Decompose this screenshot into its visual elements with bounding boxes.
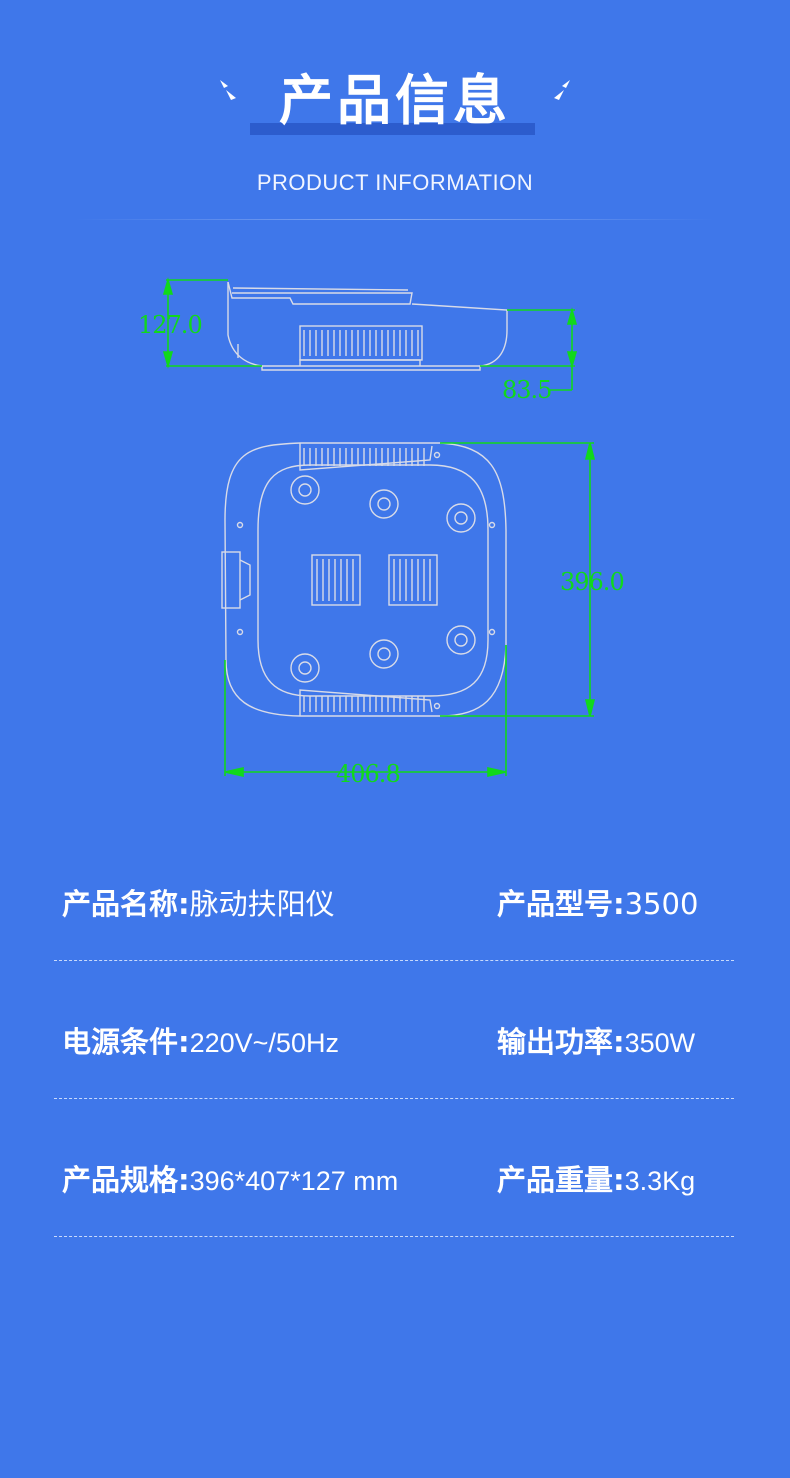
side-view-outline [227, 281, 508, 371]
spec-divider [54, 960, 734, 961]
spec-product-model: 产品型号:3500 [497, 884, 698, 924]
dimension-length: 396.0 [560, 568, 624, 596]
spec-dimensions: 产品规格:396*407*127 mm [62, 1160, 398, 1201]
product-dimension-drawing: 127.0 83.5 396.0 406.8 [138, 277, 625, 788]
page-subtitle: PRODUCT INFORMATION [256, 170, 534, 195]
spec-value: 脉动扶阳仪 [189, 887, 335, 921]
spec-value: 350W [624, 1028, 696, 1058]
dimension-height: 127.0 [138, 311, 202, 339]
spec-value: 396*407*127 mm [189, 1166, 399, 1196]
dimension-offset: 83.5 [502, 376, 551, 404]
spec-product-name: 产品名称:脉动扶阳仪 [62, 884, 335, 924]
spec-value: 220V~/50Hz [189, 1028, 339, 1058]
spec-row: 电源条件:220V~/50Hz 输出功率:350W [0, 988, 790, 1126]
spec-weight: 产品重量:3.3Kg [497, 1160, 695, 1201]
spec-label: 产品型号: [497, 887, 625, 921]
spec-output-power: 输出功率:350W [497, 1022, 695, 1063]
side-view-dimensions [162, 277, 578, 391]
top-view-dimensions [224, 442, 596, 777]
spec-divider [54, 1236, 734, 1237]
left-quote-mark-icon [220, 80, 236, 100]
spec-label: 产品规格: [62, 1163, 190, 1197]
header-divider [75, 219, 715, 220]
top-view-outline [221, 442, 507, 717]
spec-power-supply: 电源条件:220V~/50Hz [62, 1022, 339, 1063]
dimension-width: 406.8 [336, 760, 400, 788]
title-underline-bar [250, 123, 535, 135]
spec-row: 产品名称:脉动扶阳仪 产品型号:3500 [0, 850, 790, 988]
page-title: 产品信息 [279, 69, 511, 132]
spec-label: 电源条件: [62, 1025, 190, 1059]
spec-label: 输出功率: [497, 1025, 625, 1059]
spec-label: 产品重量: [497, 1163, 625, 1197]
spec-value: 3.3Kg [624, 1166, 696, 1196]
spec-divider [54, 1098, 734, 1099]
spec-label: 产品名称: [62, 887, 190, 921]
spec-row: 产品规格:396*407*127 mm 产品重量:3.3Kg [0, 1126, 790, 1264]
spec-value: 3500 [624, 887, 699, 921]
section-header: 产品信息 [0, 60, 790, 150]
right-quote-mark-icon [554, 80, 570, 100]
